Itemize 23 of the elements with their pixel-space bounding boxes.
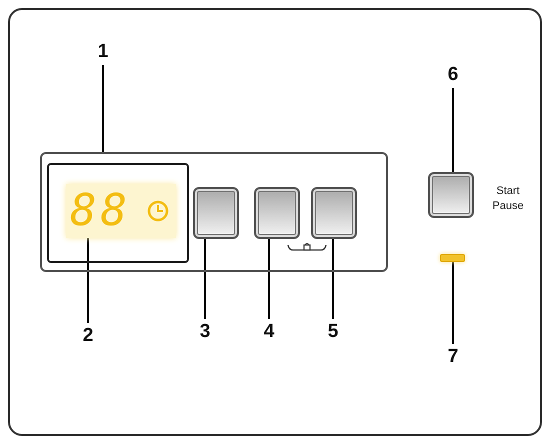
panel-button bbox=[254, 187, 300, 239]
callout-number: 1 bbox=[93, 41, 113, 63]
display-digits: 88 bbox=[70, 186, 131, 236]
indicator-light bbox=[440, 254, 465, 262]
panel-button bbox=[311, 187, 357, 239]
leader-line bbox=[102, 65, 104, 152]
leader-line bbox=[87, 238, 89, 323]
panel-button bbox=[193, 187, 239, 239]
callout-number: 4 bbox=[259, 321, 279, 343]
leader-line bbox=[452, 262, 454, 344]
leader-line bbox=[452, 88, 454, 172]
callout-number: 5 bbox=[323, 321, 343, 343]
callout-number: 7 bbox=[443, 346, 463, 368]
leader-line bbox=[204, 239, 206, 319]
button-caption: Start Pause bbox=[491, 184, 525, 214]
digital-display bbox=[66, 184, 176, 238]
callout-number: 2 bbox=[78, 325, 98, 347]
panel-button bbox=[428, 172, 474, 218]
leader-line bbox=[268, 239, 270, 319]
callout-number: 3 bbox=[195, 321, 215, 343]
callout-number: 6 bbox=[443, 64, 463, 86]
leader-line bbox=[332, 239, 334, 319]
control-panel bbox=[40, 152, 388, 272]
